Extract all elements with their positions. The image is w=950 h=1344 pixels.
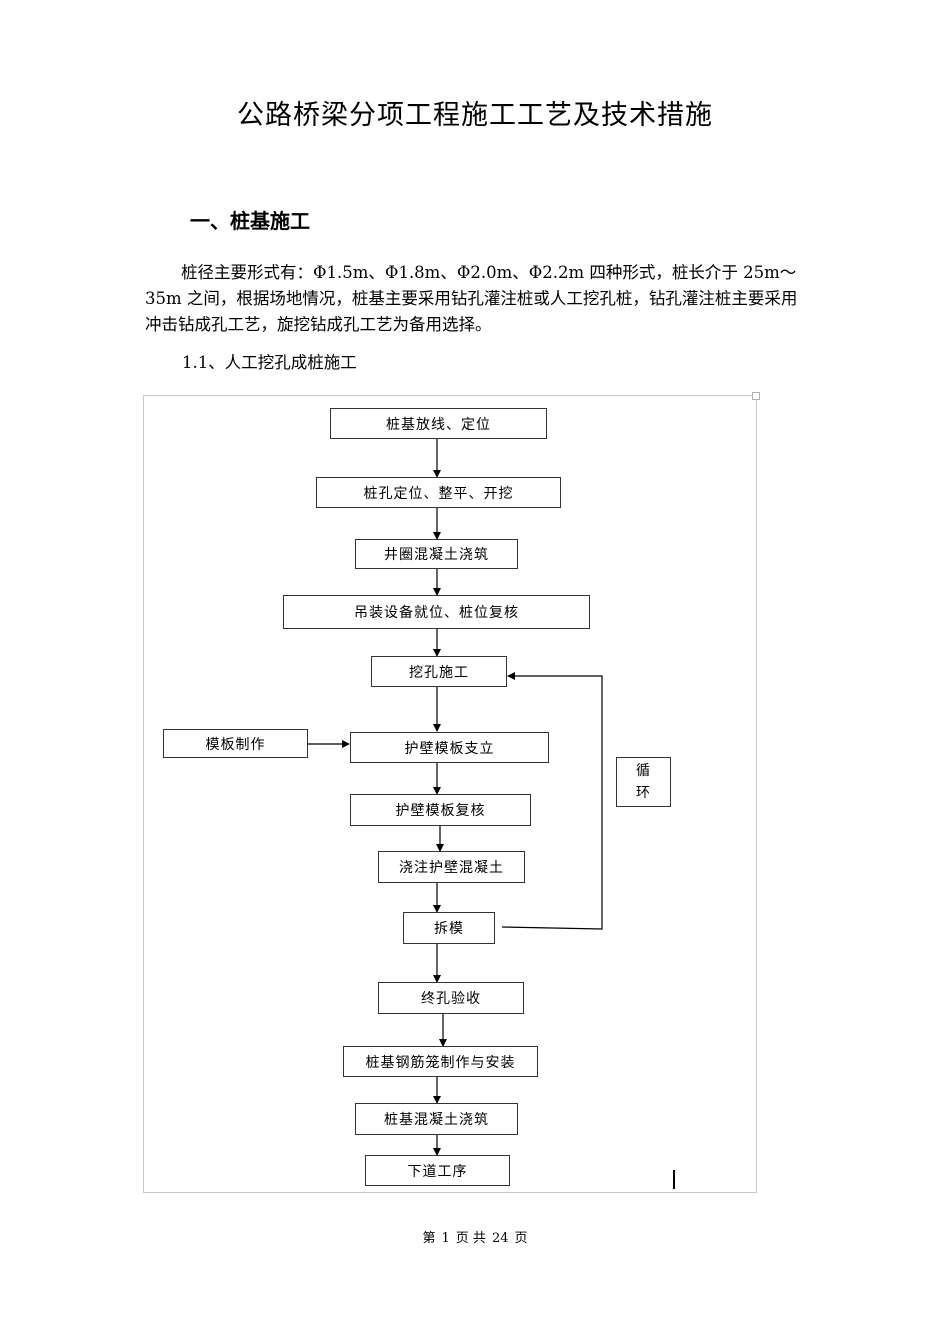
flow-step-12: 桩基混凝土浇筑 bbox=[355, 1103, 518, 1135]
flow-step-11: 桩基钢筋笼制作与安装 bbox=[343, 1046, 538, 1077]
footer-middle: 页 共 bbox=[455, 1231, 486, 1246]
loop-return-line bbox=[501, 672, 603, 930]
flow-side-input: 模板制作 bbox=[163, 729, 308, 758]
flow-step-7: 护壁模板复核 bbox=[350, 794, 531, 826]
flow-step-10: 终孔验收 bbox=[378, 982, 524, 1014]
flow-step-2: 桩孔定位、整平、开挖 bbox=[316, 477, 561, 508]
flow-step-8: 浇注护壁混凝土 bbox=[378, 851, 525, 883]
loop-label-char-1: 循 bbox=[636, 763, 651, 779]
flow-step-5: 挖孔施工 bbox=[371, 656, 507, 687]
frame-resize-handle[interactable] bbox=[752, 392, 760, 400]
body-paragraph: 桩径主要形式有：Φ1.5m、Φ1.8m、Φ2.0m、Φ2.2m 四种形式，桩长介… bbox=[145, 260, 807, 338]
flow-step-13: 下道工序 bbox=[365, 1155, 510, 1186]
flow-step-9: 拆模 bbox=[403, 912, 495, 944]
footer-suffix: 页 bbox=[514, 1231, 528, 1246]
loop-label-char-2: 环 bbox=[636, 785, 651, 801]
flow-step-1: 桩基放线、定位 bbox=[330, 408, 547, 439]
document-title: 公路桥梁分项工程施工工艺及技术措施 bbox=[237, 100, 713, 131]
loop-label-box: 循 环 bbox=[616, 757, 671, 807]
flow-step-6: 护壁模板支立 bbox=[350, 732, 549, 763]
flow-step-4: 吊装设备就位、桩位复核 bbox=[283, 595, 590, 629]
flowchart-frame bbox=[143, 392, 760, 1193]
footer-prefix: 第 bbox=[422, 1231, 436, 1246]
flow-step-3: 井圈混凝土浇筑 bbox=[355, 539, 518, 569]
footer-page-number: 1 bbox=[441, 1231, 450, 1246]
sub-heading: 1.1、人工挖孔成桩施工 bbox=[182, 353, 357, 372]
section-heading: 一、桩基施工 bbox=[190, 209, 310, 233]
footer-total-pages: 24 bbox=[491, 1231, 509, 1246]
body-paragraph-text: 桩径主要形式有：Φ1.5m、Φ1.8m、Φ2.0m、Φ2.2m 四种形式，桩长介… bbox=[145, 263, 798, 334]
